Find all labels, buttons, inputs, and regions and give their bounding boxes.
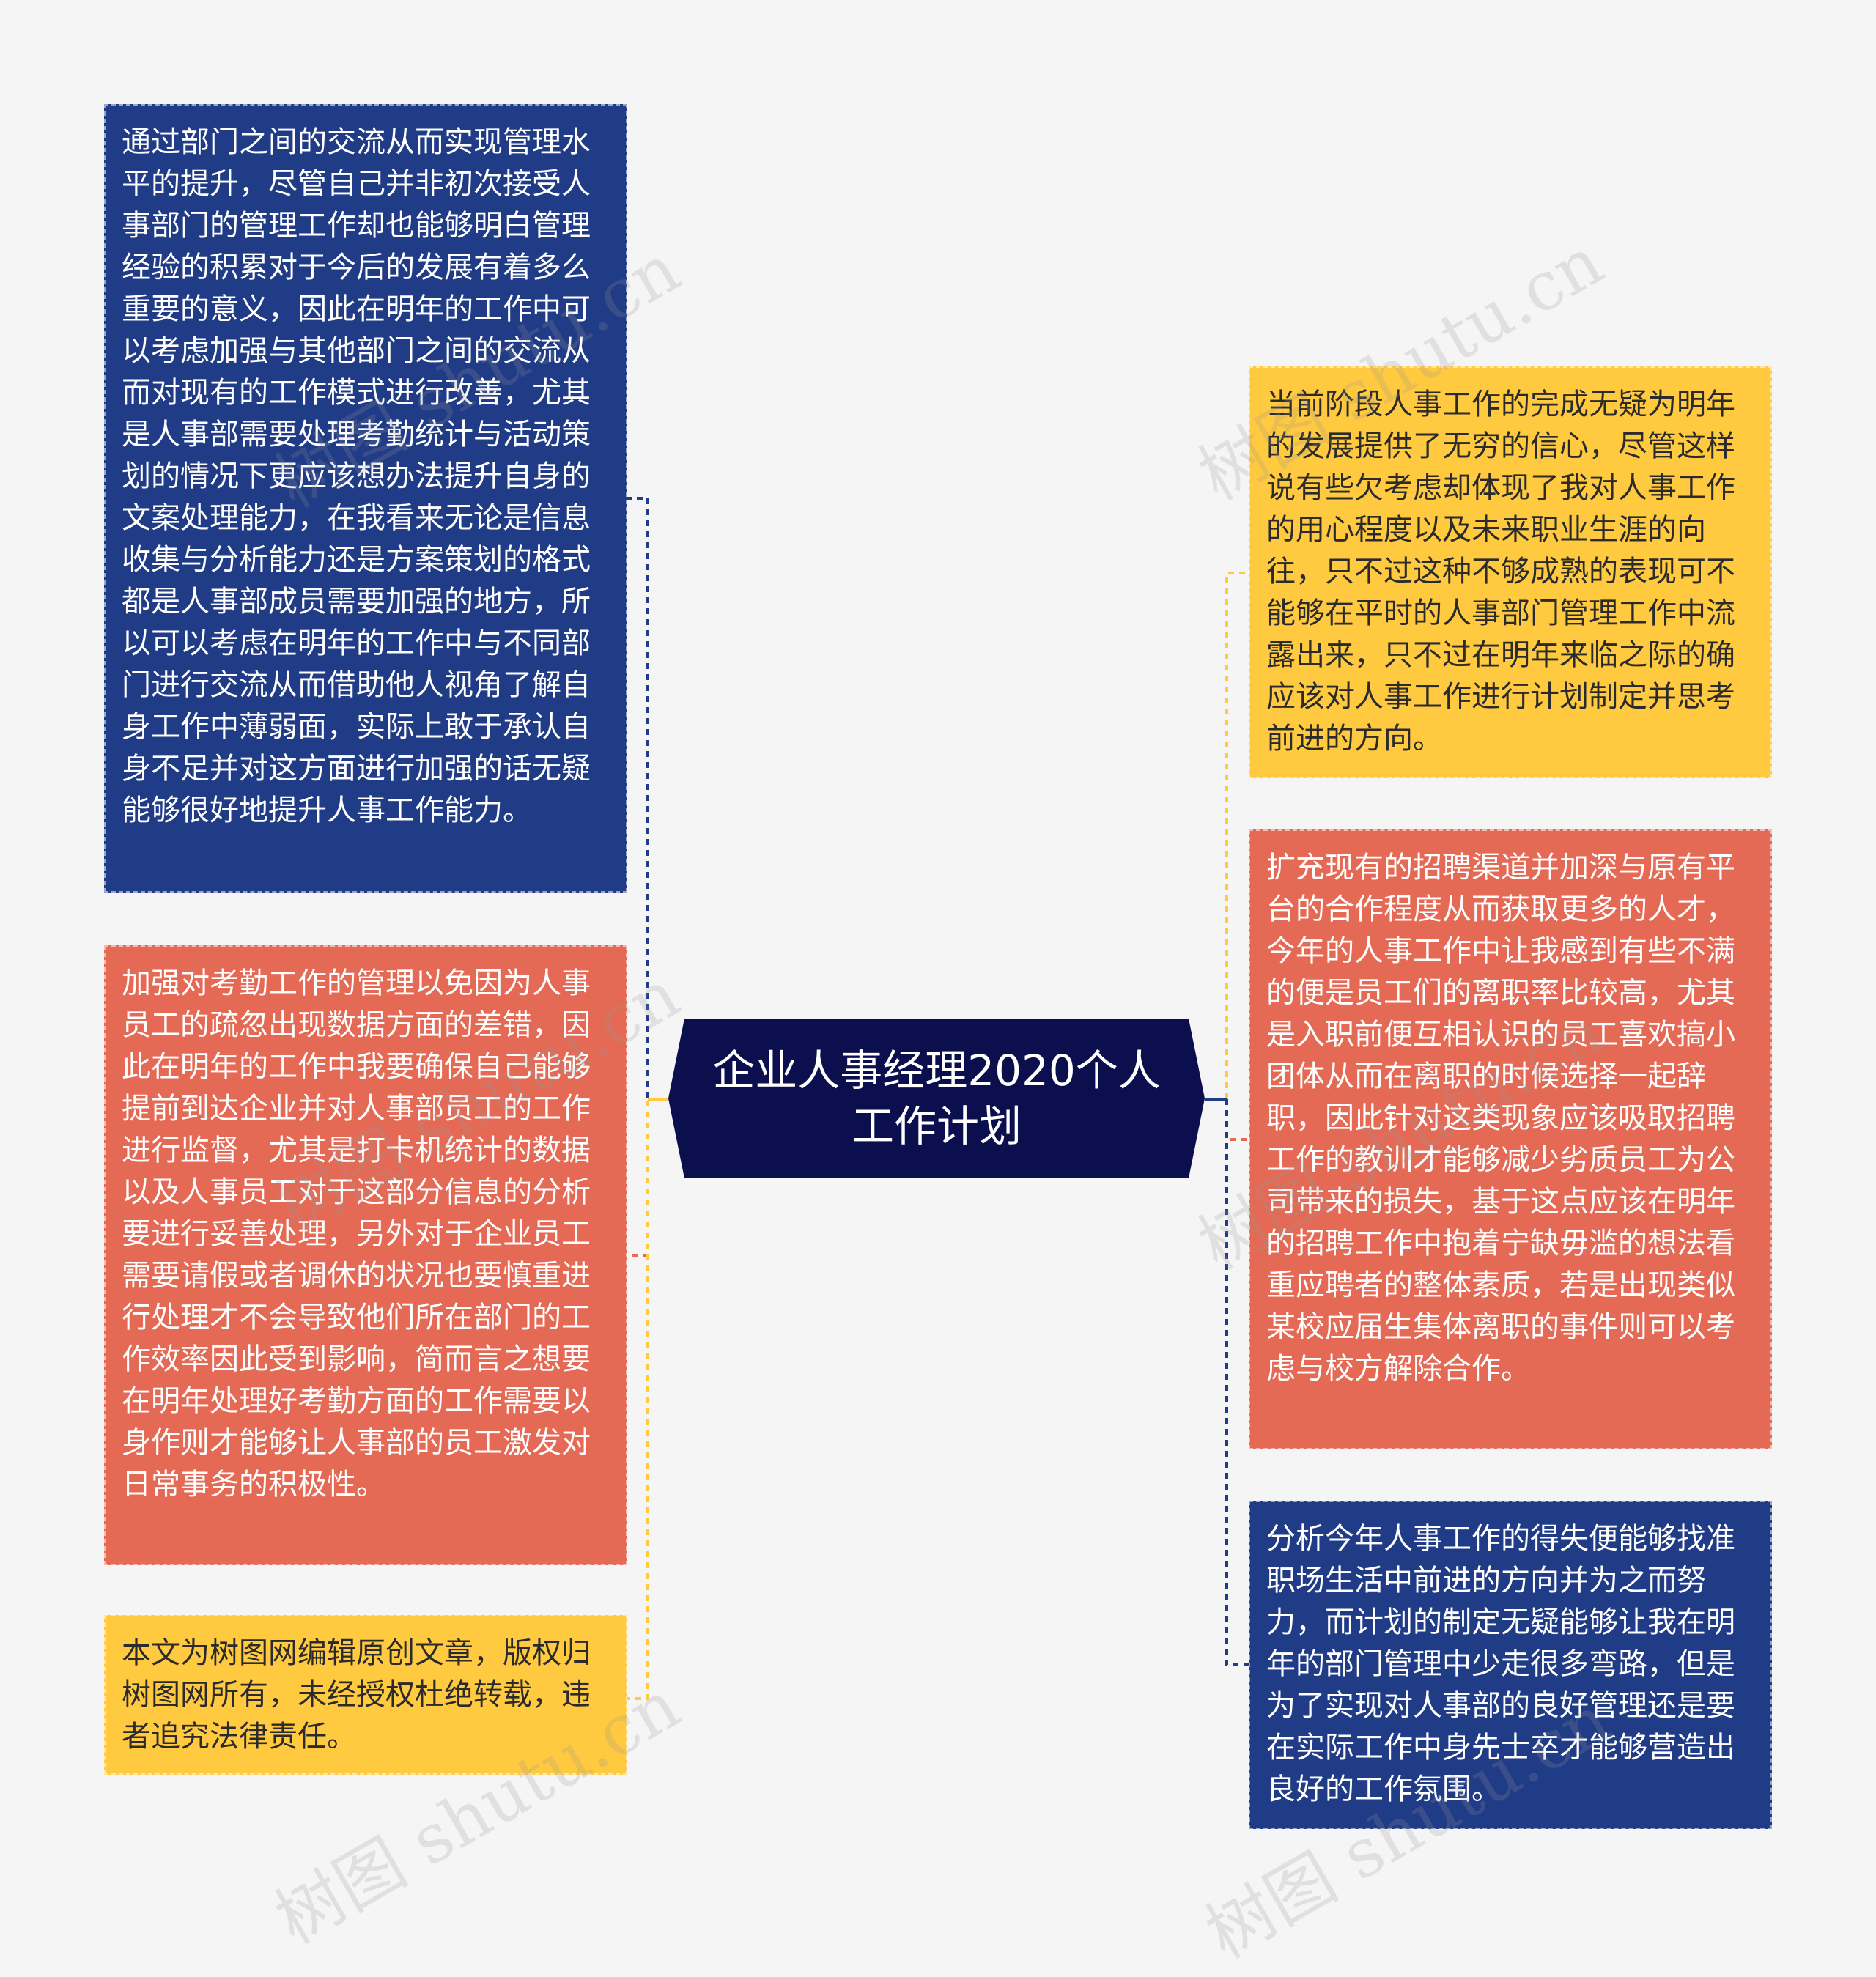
topic-node-left-3[interactable]: 本文为树图网编辑原创文章，版权归树图网所有，未经授权杜绝转载，违者追究法律责任。 [104,1615,627,1775]
topic-text: 加强对考勤工作的管理以免因为人事员工的疏忽出现数据方面的差错，因此在明年的工作中… [122,967,591,1501]
topic-text: 扩充现有的招聘渠道并加深与原有平台的合作程度从而获取更多的人才，今年的人事工作中… [1266,851,1735,1386]
connector-left-3 [627,1098,668,1700]
topic-node-right-1[interactable]: 当前阶段人事工作的完成无疑为明年的发展提供了无穷的信心，尽管这样说有些欠考虑却体… [1249,366,1772,778]
connector-lines [627,497,1249,1700]
connector-right-1 [1205,572,1249,1101]
topic-text: 本文为树图网编辑原创文章，版权归树图网所有，未经授权杜绝转载，违者追究法律责任。 [122,1636,591,1754]
central-topic-title: 企业人事经理2020个人工作计划 [712,1046,1161,1151]
topic-node-left-1[interactable]: 通过部门之间的交流从而实现管理水平的提升，尽管自己并非初次接受人事部门的管理工作… [104,104,627,893]
topic-text: 通过部门之间的交流从而实现管理水平的提升，尽管自己并非初次接受人事部门的管理工作… [122,125,591,827]
connector-left-2 [627,1098,668,1257]
topic-text: 分析今年人事工作的得失便能够找准职场生活中前进的方向并为之而努力，而计划的制定无… [1266,1522,1735,1806]
topic-node-left-2[interactable]: 加强对考勤工作的管理以免因为人事员工的疏忽出现数据方面的差错，因此在明年的工作中… [104,945,627,1565]
connector-right-3 [1205,1098,1249,1666]
mind-map-canvas: 通过部门之间的交流从而实现管理水平的提升，尽管自己并非初次接受人事部门的管理工作… [104,104,1772,1974]
topic-node-right-3[interactable]: 分析今年人事工作的得失便能够找准职场生活中前进的方向并为之而努力，而计划的制定无… [1249,1501,1772,1829]
topic-node-right-2[interactable]: 扩充现有的招聘渠道并加深与原有平台的合作程度从而获取更多的人才，今年的人事工作中… [1249,829,1772,1449]
topic-text: 当前阶段人事工作的完成无疑为明年的发展提供了无穷的信心，尽管这样说有些欠考虑却体… [1266,388,1735,755]
central-topic-node[interactable]: 企业人事经理2020个人工作计划 [668,1019,1205,1178]
connector-left-1 [627,497,668,1101]
